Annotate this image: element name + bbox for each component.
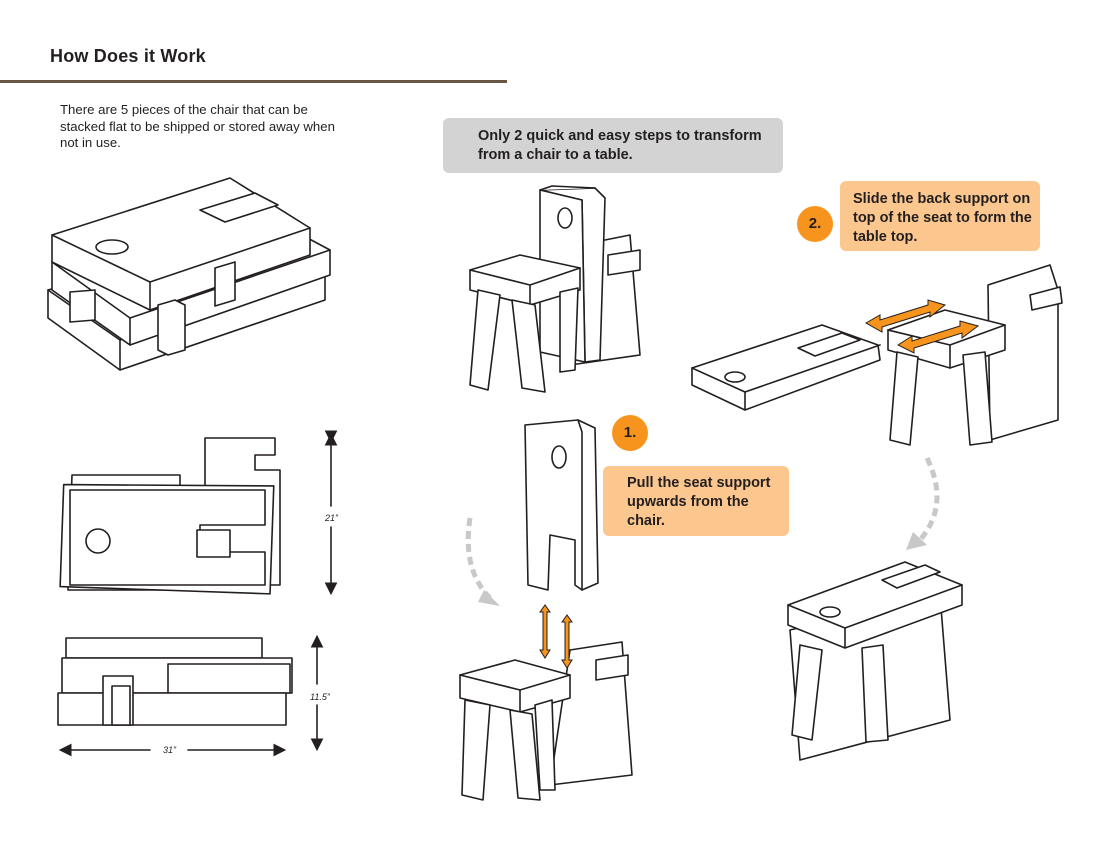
step-2-text: Slide the back support on top of the sea…	[853, 191, 1032, 245]
table-illustration	[787, 561, 963, 761]
chair-illustration	[469, 185, 641, 393]
dimension-height-label: 21”	[325, 513, 339, 523]
motion-arrows	[465, 456, 940, 606]
dimension-lines	[58, 430, 338, 757]
step-2-badge: 2.	[797, 206, 833, 242]
stacked-pieces-illustration	[47, 177, 331, 371]
headline-box	[443, 118, 783, 173]
dimension-stack-height-label: 11.5”	[310, 692, 330, 702]
side-view-illustration	[57, 637, 293, 726]
step-1-callout	[603, 466, 789, 536]
step2-illustration	[691, 264, 1063, 446]
back-support-illustration	[524, 419, 599, 591]
chair-step1-illustration	[459, 604, 633, 801]
step-1-badge: 1.	[612, 415, 648, 451]
title-rule	[0, 80, 507, 83]
page-title: How Does it Work	[50, 46, 206, 66]
step-2-callout	[840, 181, 1040, 251]
step-1-text: Pull the seat support upwards from the c…	[627, 475, 771, 529]
dimension-width-label: 31”	[163, 745, 177, 755]
headline-text: Only 2 quick and easy steps to transform…	[478, 128, 762, 163]
intro-text: There are 5 pieces of the chair that can…	[60, 102, 335, 150]
top-view-illustration	[59, 437, 281, 595]
